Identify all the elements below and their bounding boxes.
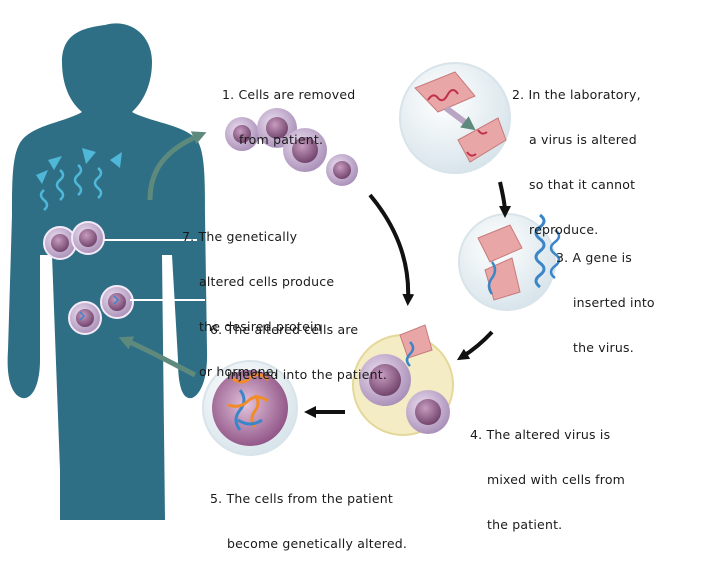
arrow-cells-to-injection (368, 193, 415, 306)
arrow-step3-to-step4 (456, 330, 494, 361)
human-silhouette (7, 23, 208, 520)
gene-bubble (458, 213, 561, 311)
protein-markers (36, 148, 122, 211)
arrow-body-to-cells (147, 131, 207, 201)
step-5-label: 5. The cells from the patient become gen… (210, 491, 408, 551)
step-6-label: 6. The altered cells are injected into t… (210, 322, 387, 382)
arrow-step5-to-body (118, 336, 197, 378)
process-arrows (118, 131, 511, 418)
arrow-step2-to-step3 (498, 181, 511, 218)
step-1-label: 1. Cells are removed from patient. (222, 87, 356, 147)
body-cells-lower (68, 285, 134, 335)
altered-cell (202, 360, 298, 456)
step-2-label: 2. In the laboratory, a virus is altered… (512, 87, 641, 237)
virus-bubble (399, 62, 511, 174)
body-cells-upper (43, 221, 105, 260)
step-3-label: 3. A gene is inserted into the virus. (556, 250, 655, 355)
step-4-label: 4. The altered virus is mixed with cells… (470, 427, 626, 532)
mixing-bubble (352, 324, 454, 436)
step-7-label: 7. The genetically altered cells produce… (182, 229, 335, 379)
removed-cells (225, 108, 358, 186)
gene-therapy-diagram (7, 23, 561, 520)
